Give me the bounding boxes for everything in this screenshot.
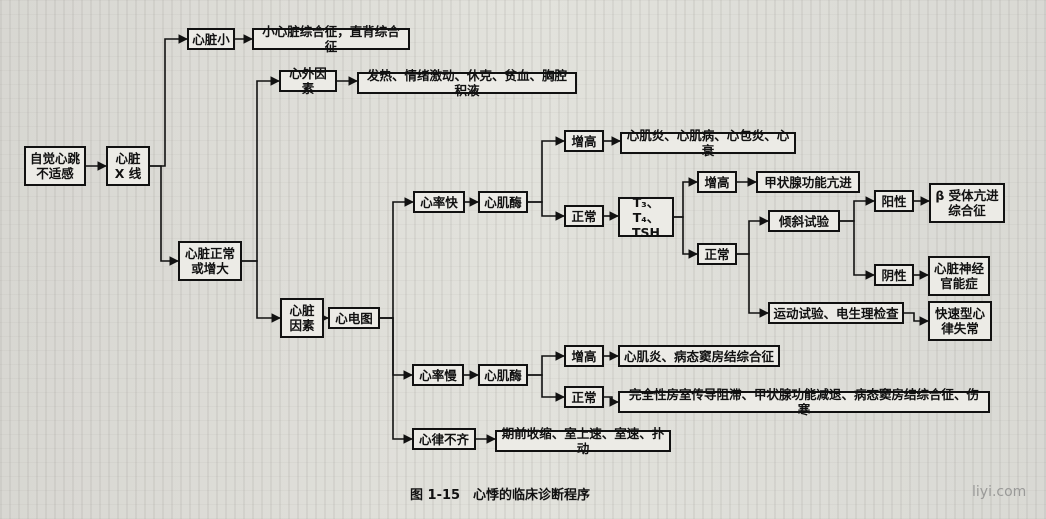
node-myocarditis-result: 心肌炎、心肌病、心包炎、心衰 (620, 128, 796, 158)
connector-n_enz_fast-to-n_high1 (528, 136, 565, 203)
connector-n_enz_fast-to-n_norm1 (528, 201, 565, 221)
connector-n_enz_slow-to-n_high3 (528, 351, 565, 376)
node-enzymes-normal-1: 正常 (564, 205, 604, 227)
connector-n_norm2-to-n_exer (737, 253, 769, 318)
connector-n_normal-to-n_ext (242, 76, 280, 262)
node-av-block-result: 完全性房室传导阻滞、甲状腺功能减退、病态窦房结综合征、伤寒 (618, 387, 990, 417)
watermark-logo: liyi.com (972, 484, 1027, 500)
node-beta-receptor-hyperactivity: β 受体亢进 综合征 (929, 183, 1005, 223)
connector-n_thy-to-n_norm2 (674, 216, 698, 259)
connector-n_ecg-to-n_fast (380, 197, 414, 319)
node-exercise-ep-test: 运动试验、电生理检查 (768, 302, 904, 324)
node-chest-xray: 心脏 X 线 (106, 146, 150, 186)
connector-n_norm3-to-n_norm3_out (604, 396, 619, 407)
node-extracardiac-causes: 发热、情绪激动、休克、贫血、胸腔积液 (357, 68, 577, 98)
node-fast-heart-rate: 心率快 (413, 191, 465, 213)
node-cardiac-enzymes-slow: 心肌酶 (478, 364, 528, 386)
node-small-heart: 心脏小 (187, 28, 235, 50)
node-cardiac-neurosis: 心脏神经 官能症 (928, 256, 990, 296)
node-slow-heart-rate: 心率慢 (412, 364, 464, 386)
node-cardiac-enzymes-fast: 心肌酶 (478, 191, 528, 213)
node-premature-contraction-result: 期前收缩、室上速、室速、扑动 (495, 426, 671, 456)
node-enzymes-elevated-3: 增高 (564, 345, 604, 367)
connector-n_ecg-to-n_slow (380, 317, 413, 380)
node-enzymes-elevated-1: 增高 (564, 130, 604, 152)
connector-n_xray-to-n_normal (150, 165, 179, 266)
node-small-heart-result: 小心脏综合征，直背综合征 (252, 24, 410, 54)
node-thyroid-test: T₃、T₄、 TSH (618, 195, 674, 240)
node-irregular-rhythm: 心律不齐 (412, 428, 476, 450)
node-tachyarrhythmia: 快速型心 律失常 (928, 301, 992, 341)
node-cardiac-factors: 心脏 因素 (280, 298, 324, 338)
node-start-palpitation: 自觉心跳 不适感 (24, 146, 86, 186)
figure-caption: 图 1-15 心悸的临床诊断程序 (410, 488, 591, 503)
connector-n_normal-to-n_card (242, 260, 281, 323)
connector-n_norm2-to-n_tilt (737, 216, 769, 255)
node-thyroid-elevated: 增高 (697, 171, 737, 193)
node-extracardiac-factors: 心外因素 (279, 66, 337, 96)
node-myocarditis-sss-result: 心肌炎、病态窦房结综合征 (618, 345, 780, 367)
connector-n_xray-to-n_small (150, 34, 188, 167)
connector-n_tilt-to-n_neg (840, 220, 875, 280)
node-thyroid-normal: 正常 (697, 243, 737, 265)
node-ecg: 心电图 (328, 307, 380, 329)
connector-n_exer-to-n_exer_out (904, 312, 929, 326)
connector-n_ecg-to-n_irr (380, 317, 413, 444)
node-tilt-negative: 阴性 (874, 264, 914, 286)
connector-n_tilt-to-n_pos (840, 196, 875, 222)
node-tilt-test: 倾斜试验 (768, 210, 840, 232)
node-hyperthyroidism: 甲状腺功能亢进 (756, 171, 860, 193)
connector-n_thy-to-n_high2 (674, 177, 698, 218)
node-tilt-positive: 阳性 (874, 190, 914, 212)
connector-n_enz_slow-to-n_norm3 (528, 374, 565, 402)
node-enzymes-normal-3: 正常 (564, 386, 604, 408)
node-heart-normal-or-enlarged: 心脏正常 或增大 (178, 241, 242, 281)
